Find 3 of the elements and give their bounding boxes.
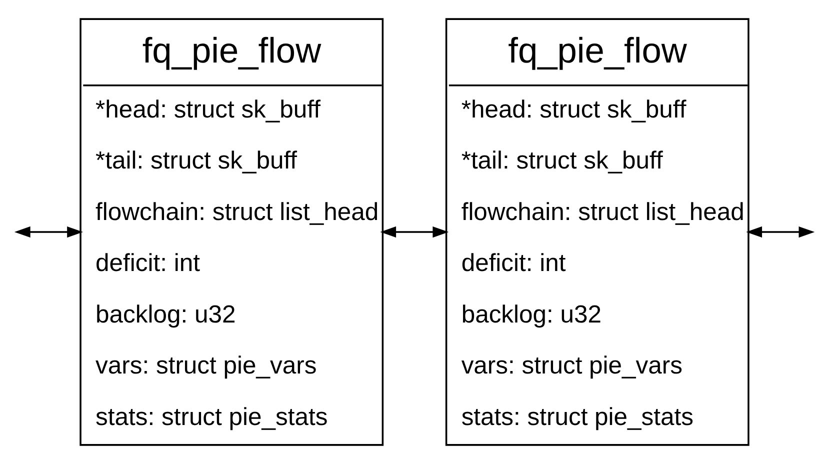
arrow: [380, 226, 449, 238]
arrow: [746, 226, 815, 238]
arrow: [14, 226, 83, 238]
